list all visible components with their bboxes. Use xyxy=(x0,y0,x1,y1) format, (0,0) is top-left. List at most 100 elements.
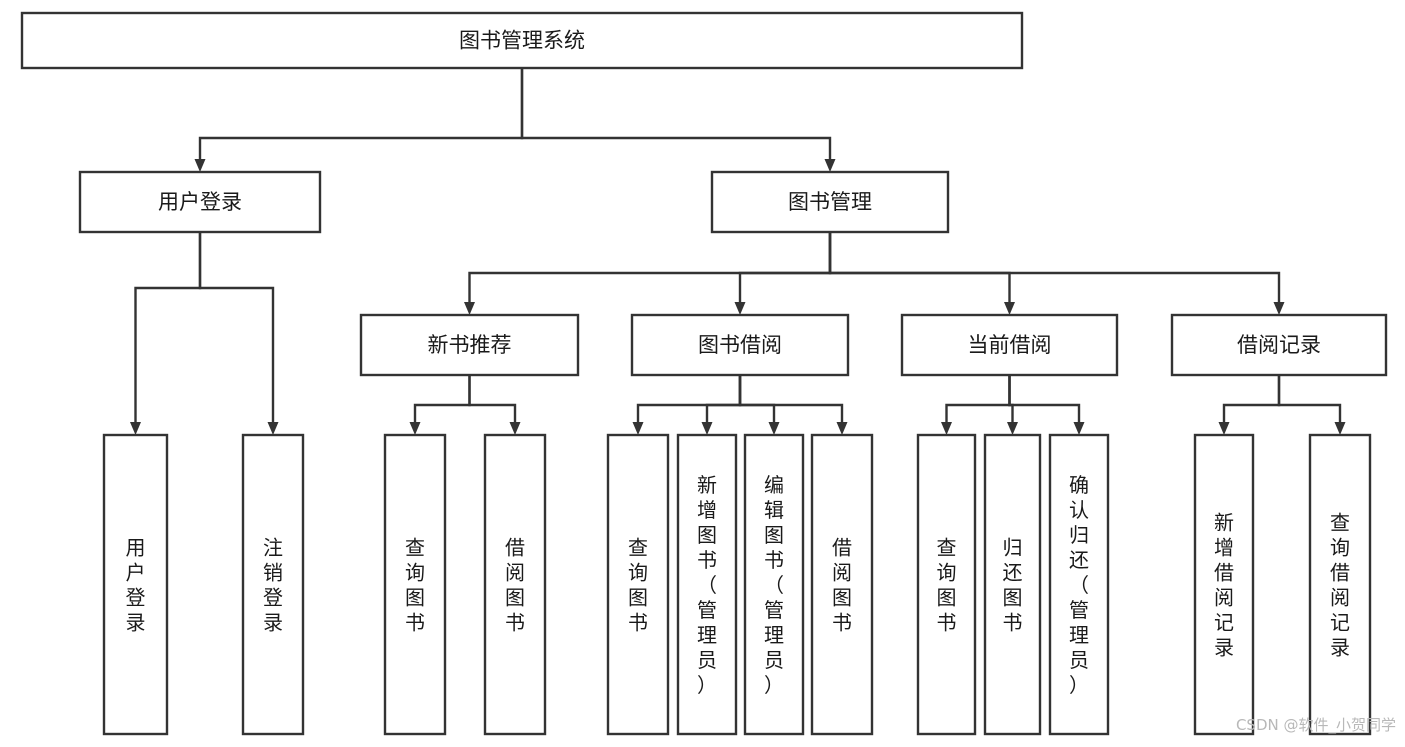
connector-new-book-recommend-to-leaf-borrow-book-rec xyxy=(468,375,521,435)
node-leaf-query-book-current[interactable]: 查询图书 xyxy=(916,433,977,736)
node-label-leaf-logout-login: 注销登录 xyxy=(263,536,283,635)
node-leaf-add-book[interactable]: 新增图书（管理员） xyxy=(676,433,738,736)
node-new-book-recommend[interactable]: 新书推荐 xyxy=(359,313,580,377)
node-label-leaf-return-book: 归还图书 xyxy=(1003,536,1023,635)
node-label-leaf-add-borrow-record: 新增借阅记录 xyxy=(1214,511,1234,660)
connector-path xyxy=(828,232,1281,302)
node-label-user-login: 用户登录 xyxy=(158,190,242,214)
arrow-head-icon xyxy=(1004,302,1015,315)
node-box-leaf-confirm-return xyxy=(1048,433,1110,736)
arrow-head-icon xyxy=(632,422,644,435)
node-box-leaf-query-borrow-record xyxy=(1308,433,1372,736)
node-box-leaf-user-login xyxy=(102,433,169,736)
node-box-book-borrow xyxy=(630,313,850,377)
arrow-head-icon xyxy=(130,422,141,435)
node-leaf-confirm-return[interactable]: 确认归还（管理员） xyxy=(1048,433,1110,736)
connector-book-manage-to-borrow-record xyxy=(828,232,1285,315)
node-label-leaf-add-book: 新增图书（管理员） xyxy=(697,473,717,697)
node-label-book-borrow: 图书借阅 xyxy=(698,333,782,357)
connector-book-borrow-to-leaf-add-book xyxy=(701,375,742,435)
node-box-leaf-edit-book xyxy=(743,433,805,736)
node-box-leaf-add-book xyxy=(676,433,738,736)
arrow-head-icon xyxy=(1073,422,1085,435)
node-leaf-query-borrow-record[interactable]: 查询借阅记录 xyxy=(1308,433,1372,736)
node-current-borrow[interactable]: 当前借阅 xyxy=(900,313,1119,377)
connector-path xyxy=(1222,375,1281,422)
connector-book-borrow-to-leaf-borrow-book xyxy=(738,375,848,435)
arrow-head-icon xyxy=(768,422,780,435)
node-box-leaf-borrow-book xyxy=(810,433,874,736)
connector-root-to-user-login xyxy=(194,68,524,172)
connector-book-manage-to-book-borrow xyxy=(734,232,832,315)
node-book-borrow[interactable]: 图书借阅 xyxy=(630,313,850,377)
node-leaf-add-borrow-record[interactable]: 新增借阅记录 xyxy=(1193,433,1255,736)
node-root[interactable]: 图书管理系统 xyxy=(20,11,1024,70)
node-book-manage[interactable]: 图书管理 xyxy=(710,170,950,234)
arrow-head-icon xyxy=(1007,422,1018,435)
node-leaf-borrow-book[interactable]: 借阅图书 xyxy=(810,433,874,736)
arrow-head-icon xyxy=(1273,302,1285,315)
node-leaf-query-book-rec[interactable]: 查询图书 xyxy=(383,433,447,736)
connector-path xyxy=(738,375,844,422)
connector-path xyxy=(198,232,275,422)
node-box-current-borrow xyxy=(900,313,1119,377)
node-label-leaf-edit-book: 编辑图书（管理员） xyxy=(764,473,784,697)
node-label-leaf-borrow-book-rec: 借阅图书 xyxy=(505,536,525,635)
node-label-borrow-record: 借阅记录 xyxy=(1237,333,1321,357)
node-label-current-borrow: 当前借阅 xyxy=(968,333,1052,357)
node-label-leaf-query-book-rec: 查询图书 xyxy=(405,536,425,635)
csdn-watermark: CSDN @软件_小贺同学 xyxy=(1236,716,1396,735)
connector-layer xyxy=(130,68,1346,435)
connector-path xyxy=(520,68,832,159)
arrow-head-icon xyxy=(701,422,713,435)
connector-path xyxy=(945,375,1011,422)
arrow-head-icon xyxy=(824,159,836,172)
connector-current-borrow-to-leaf-query-book-current xyxy=(941,375,1011,435)
connector-path xyxy=(738,232,832,302)
arrow-head-icon xyxy=(509,422,521,435)
connector-path xyxy=(828,232,1011,302)
node-user-login[interactable]: 用户登录 xyxy=(78,170,322,234)
arrow-head-icon xyxy=(836,422,848,435)
node-box-leaf-query-book-current xyxy=(916,433,977,736)
node-label-leaf-query-book-borrow: 查询图书 xyxy=(628,536,648,635)
connector-path xyxy=(468,375,517,422)
node-layer: 图书管理系统用户登录图书管理新书推荐图书借阅当前借阅借阅记录用户登录注销登录查询… xyxy=(20,11,1388,736)
connector-path xyxy=(705,375,742,422)
node-leaf-return-book[interactable]: 归还图书 xyxy=(983,433,1042,736)
connector-root-to-book-manage xyxy=(520,68,836,172)
node-label-leaf-query-book-current: 查询图书 xyxy=(937,536,957,635)
node-label-leaf-query-borrow-record: 查询借阅记录 xyxy=(1330,511,1350,660)
arrow-head-icon xyxy=(194,159,206,172)
node-box-leaf-return-book xyxy=(983,433,1042,736)
connector-borrow-record-to-leaf-add-borrow-record xyxy=(1218,375,1281,435)
connector-path xyxy=(1277,375,1342,422)
node-leaf-borrow-book-rec[interactable]: 借阅图书 xyxy=(483,433,547,736)
node-label-leaf-borrow-book: 借阅图书 xyxy=(832,536,852,635)
connector-new-book-recommend-to-leaf-query-book-rec xyxy=(409,375,471,435)
connector-user-login-to-leaf-logout-login xyxy=(198,232,279,435)
node-box-leaf-query-book-borrow xyxy=(606,433,670,736)
node-leaf-query-book-borrow[interactable]: 查询图书 xyxy=(606,433,670,736)
node-leaf-edit-book[interactable]: 编辑图书（管理员） xyxy=(743,433,805,736)
node-label-new-book-recommend: 新书推荐 xyxy=(428,333,512,357)
arrow-head-icon xyxy=(464,302,475,315)
connector-path xyxy=(198,68,524,159)
arrow-head-icon xyxy=(734,302,746,315)
node-borrow-record[interactable]: 借阅记录 xyxy=(1170,313,1388,377)
node-label-book-manage: 图书管理 xyxy=(788,190,872,214)
connector-path xyxy=(134,232,202,422)
node-label-leaf-user-login: 用户登录 xyxy=(126,536,146,635)
node-box-leaf-logout-login xyxy=(241,433,305,736)
arrow-head-icon xyxy=(1334,422,1346,435)
node-box-user-login xyxy=(78,170,322,234)
node-label-leaf-confirm-return: 确认归还（管理员） xyxy=(1069,473,1089,697)
node-box-borrow-record xyxy=(1170,313,1388,377)
node-leaf-logout-login[interactable]: 注销登录 xyxy=(241,433,305,736)
connector-path xyxy=(636,375,742,422)
node-leaf-user-login[interactable]: 用户登录 xyxy=(102,433,169,736)
arrow-head-icon xyxy=(267,422,279,435)
arrow-head-icon xyxy=(1218,422,1230,435)
